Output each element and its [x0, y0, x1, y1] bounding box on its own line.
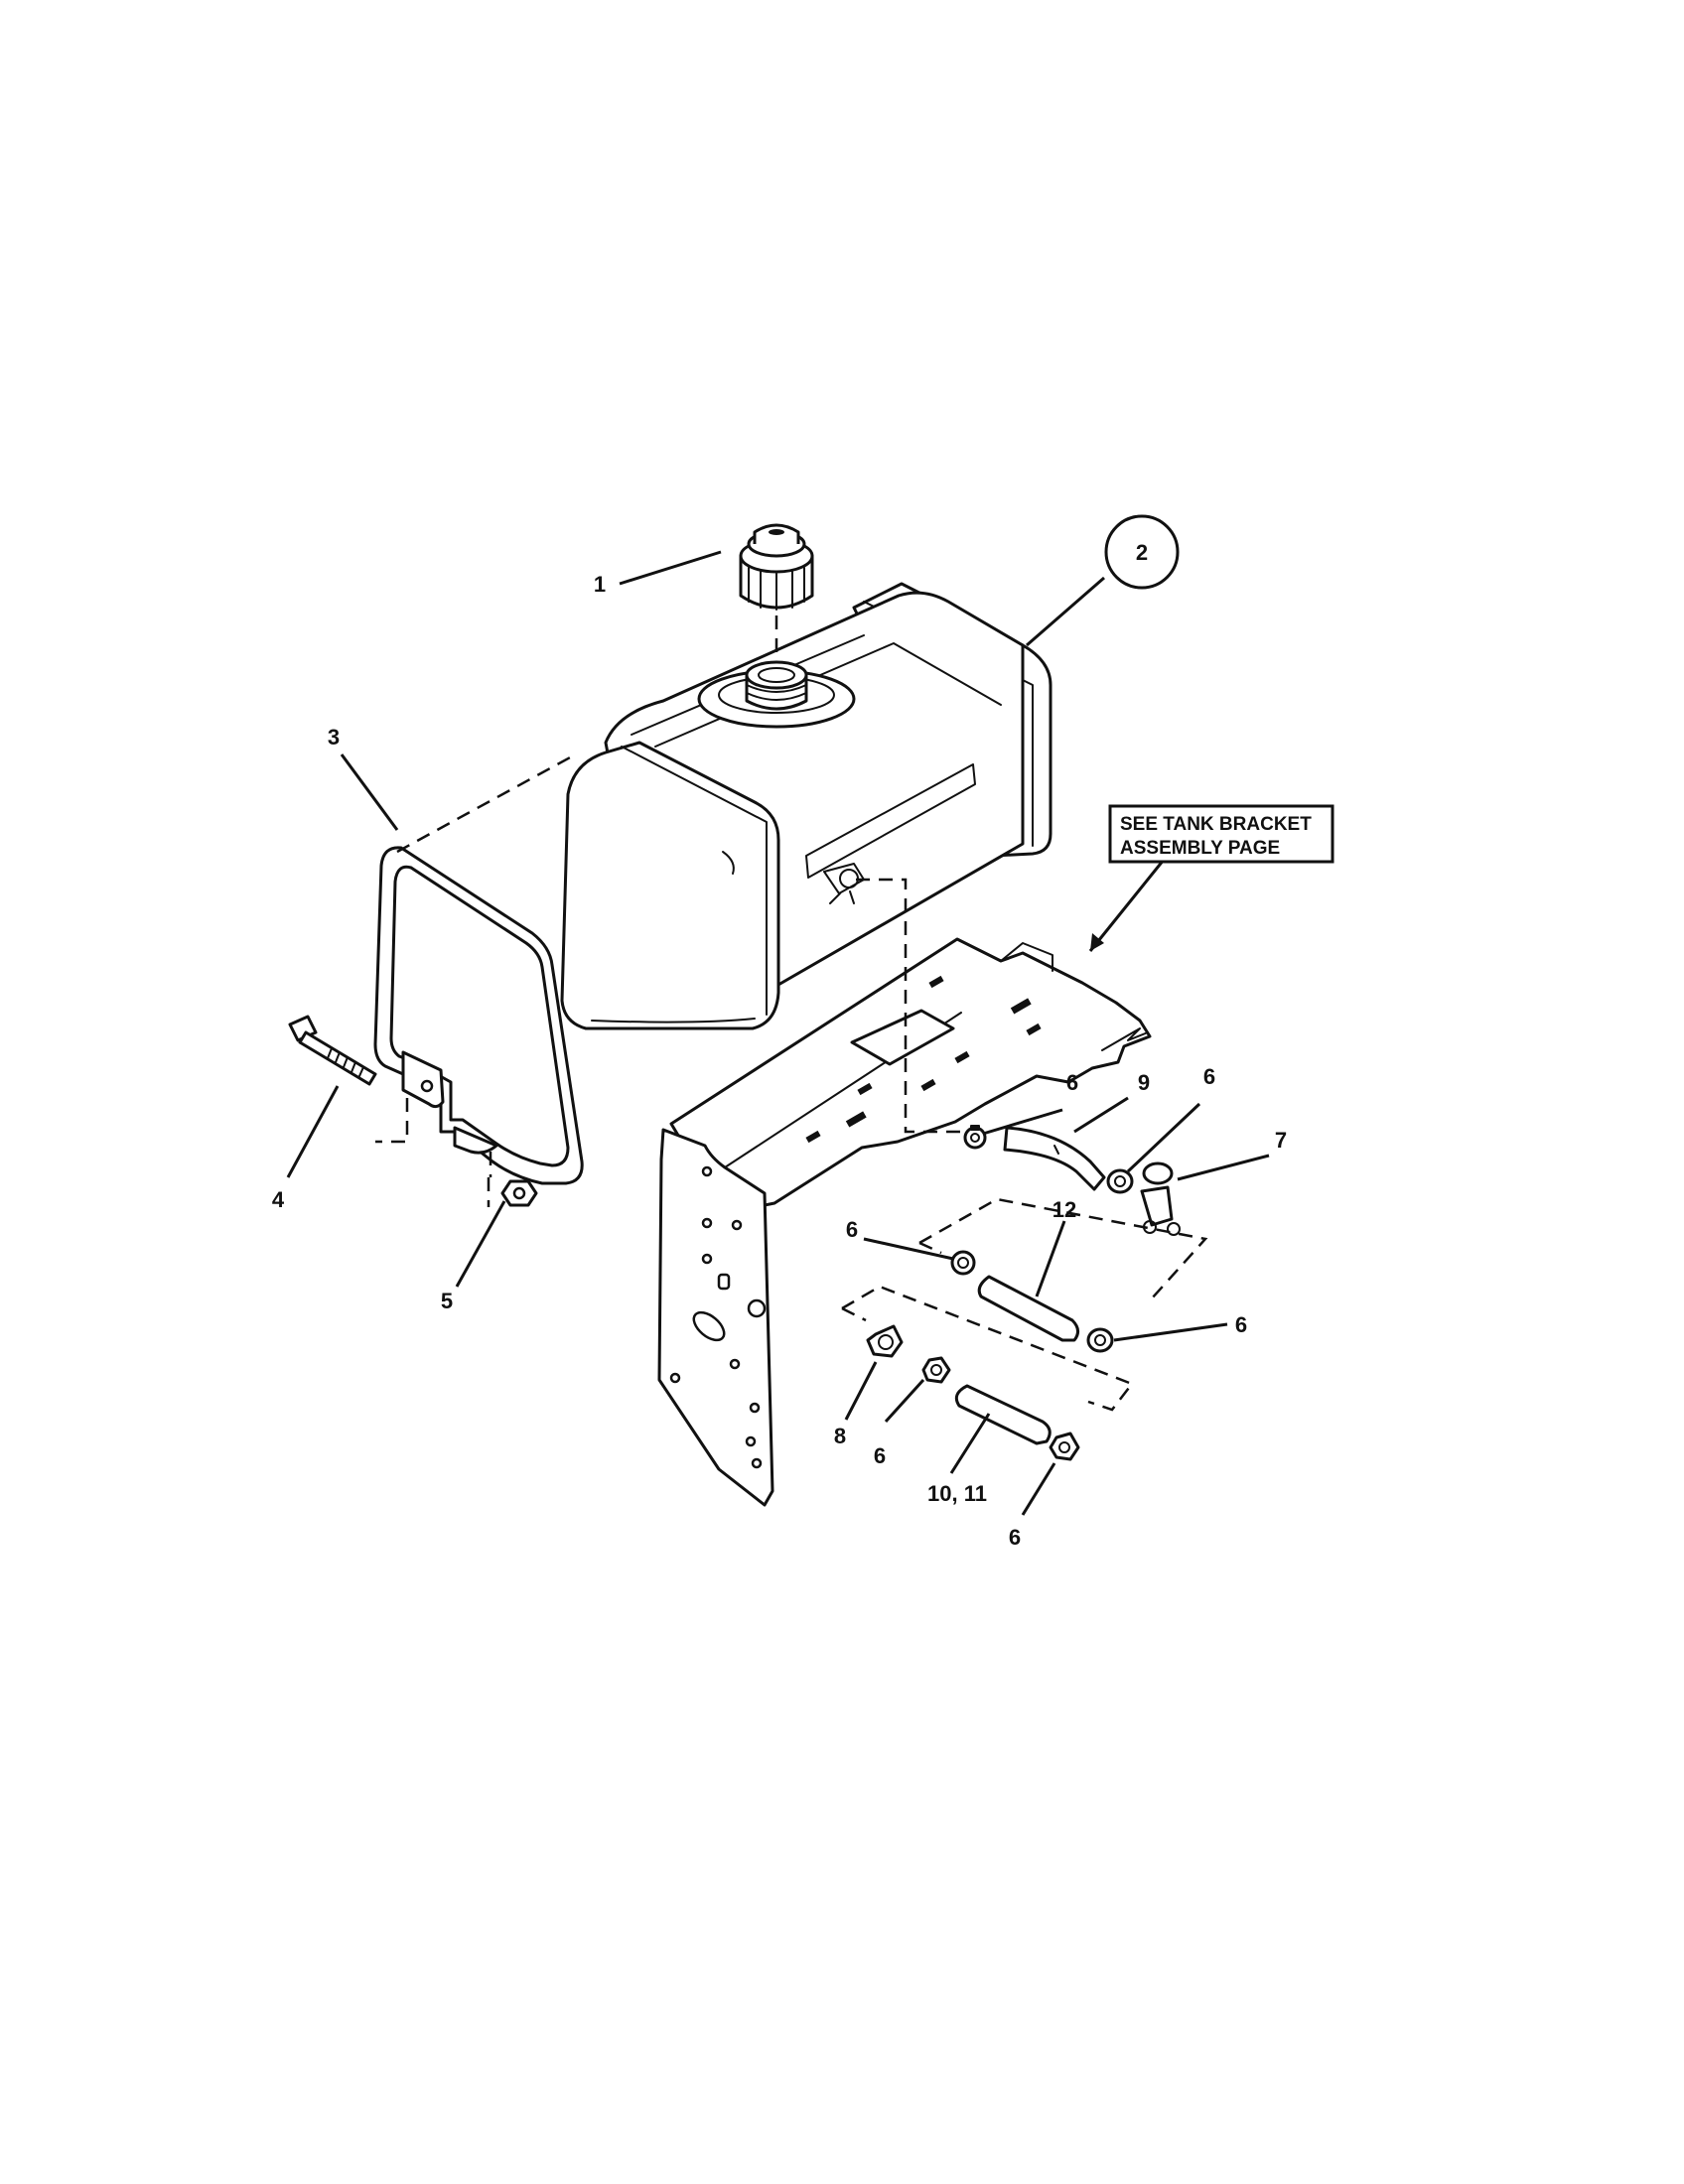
callout-6-d: 6 — [1235, 1312, 1247, 1337]
callout-6-c: 6 — [846, 1217, 858, 1242]
callout-6-f: 6 — [1009, 1525, 1021, 1550]
strap-alignment-line-top — [396, 754, 573, 854]
fuel-tank — [560, 582, 1052, 1030]
shutoff-valve — [1140, 1161, 1181, 1236]
callout-7: 7 — [1275, 1128, 1287, 1153]
callout-12: 12 — [1052, 1197, 1076, 1222]
callout-1: 1 — [594, 572, 606, 597]
see-tank-bracket-note: SEE TANK BRACKET ASSEMBLY PAGE — [1108, 804, 1334, 864]
leader-lines — [286, 550, 1270, 1516]
callout-5: 5 — [441, 1289, 453, 1313]
fuel-cap — [739, 523, 814, 611]
note-line-1: SEE TANK BRACKET — [1120, 814, 1312, 835]
tank-strap — [373, 846, 584, 1185]
callout-10-11: 10, 11 — [927, 1481, 987, 1506]
tank-bracket — [657, 937, 1152, 1507]
carriage-bolt — [288, 1015, 377, 1086]
hose-clamp — [1106, 1168, 1134, 1194]
callout-6-b: 6 — [1203, 1064, 1215, 1089]
hex-nut — [487, 1177, 538, 1207]
upper-hose-assembly — [918, 1125, 1208, 1299]
note-line-2: ASSEMBLY PAGE — [1120, 838, 1280, 859]
hose-clamp — [1049, 1432, 1080, 1461]
lower-hose-assembly — [841, 1250, 1135, 1461]
hose-clamp — [950, 1250, 976, 1276]
callout-3: 3 — [328, 725, 340, 750]
hose-clamp — [921, 1356, 951, 1384]
outlet-alignment-line — [856, 878, 963, 1134]
callout-2-circle — [1104, 514, 1180, 590]
callout-9: 9 — [1138, 1070, 1150, 1095]
callout-2: 2 — [1136, 540, 1148, 565]
note-arrowhead — [1090, 933, 1104, 951]
callout-6-e: 6 — [874, 1443, 886, 1468]
callout-8: 8 — [834, 1424, 846, 1448]
bolt-alignment-line — [375, 1098, 409, 1144]
hose-clamp — [1086, 1327, 1114, 1353]
callout-4: 4 — [272, 1187, 285, 1212]
hose-clamp — [963, 1125, 987, 1150]
inline-fuel-filter — [866, 1324, 904, 1358]
callout-6-a: 6 — [1066, 1070, 1078, 1095]
